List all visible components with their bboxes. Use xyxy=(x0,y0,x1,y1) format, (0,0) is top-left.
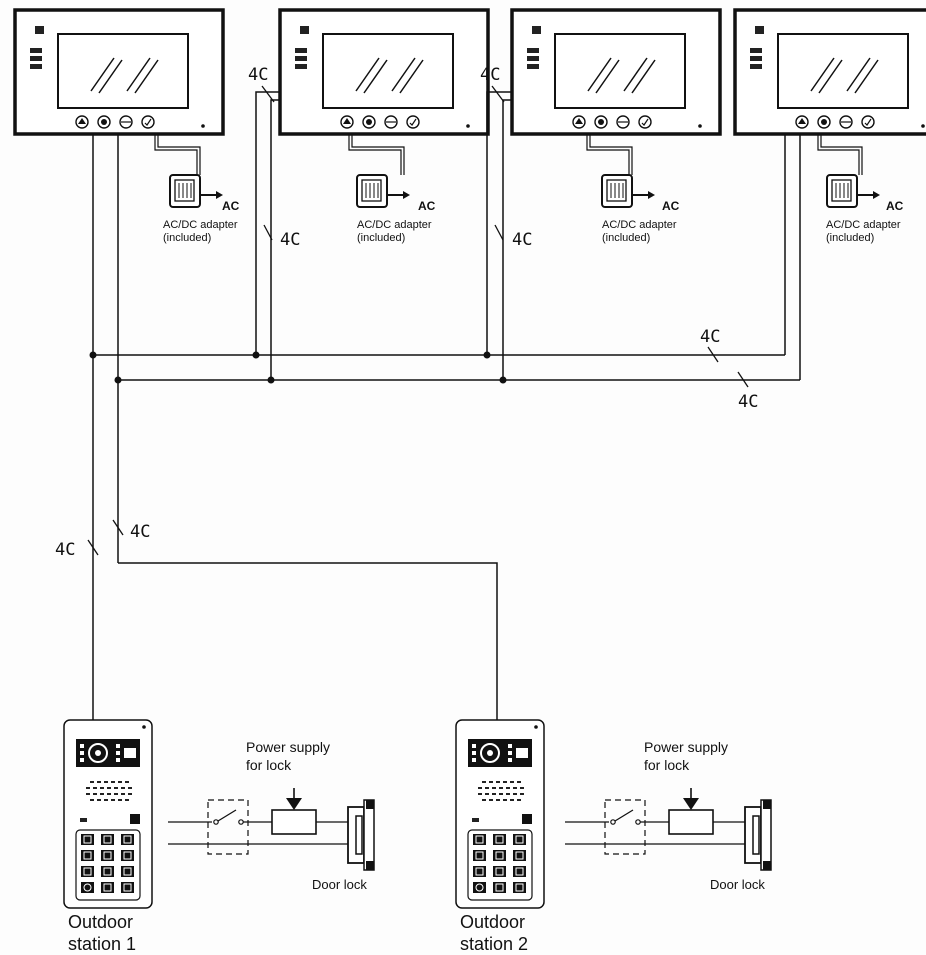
adapter-4 xyxy=(817,134,881,208)
bus-wiring xyxy=(92,91,801,720)
adapter-sublabel: (included) xyxy=(602,232,650,244)
door-lock-label: Door lock xyxy=(312,877,367,892)
adapter-label: AC/DC adapter xyxy=(163,219,238,231)
wire-ticks xyxy=(87,85,749,556)
power-supply-label: Power supply xyxy=(644,739,728,755)
wire-label-4c: 4C xyxy=(55,540,75,560)
station-1-sublabel: station 1 xyxy=(68,934,136,954)
lock-circuit-1 xyxy=(167,787,375,871)
adapter-ac-label: AC xyxy=(418,199,436,213)
power-supply-sublabel: for lock xyxy=(644,757,690,773)
wire-label-4c: 4C xyxy=(280,230,300,250)
adapter-1 xyxy=(154,134,224,208)
adapter-label: AC/DC adapter xyxy=(602,219,677,231)
power-supply-sublabel: for lock xyxy=(246,757,292,773)
adapter-3 xyxy=(586,134,656,208)
indoor-monitor-2 xyxy=(278,8,490,136)
wire-label-4c: 4C xyxy=(512,230,532,250)
power-supply-label: Power supply xyxy=(246,739,330,755)
junction-dots xyxy=(89,351,507,384)
station-2-label: Outdoor xyxy=(460,912,525,932)
wire-label-4c: 4C xyxy=(700,327,720,347)
adapter-ac-label: AC xyxy=(886,199,904,213)
adapter-label: AC/DC adapter xyxy=(357,219,432,231)
indoor-monitor-3 xyxy=(510,8,722,136)
adapter-ac-label: AC xyxy=(222,199,240,213)
adapter-sublabel: (included) xyxy=(357,232,405,244)
indoor-monitor-1 xyxy=(13,8,225,136)
adapter-2 xyxy=(348,134,411,208)
indoor-monitor-4 xyxy=(733,8,926,136)
lock-circuit-2 xyxy=(564,787,772,871)
wire-label-4c: 4C xyxy=(738,392,758,412)
adapter-sublabel: (included) xyxy=(826,232,874,244)
adapter-label: AC/DC adapter xyxy=(826,219,901,231)
adapter-ac-label: AC xyxy=(662,199,680,213)
wire-label-4c: 4C xyxy=(130,522,150,542)
wire-label-4c: 4C xyxy=(480,65,500,85)
wire-label-4c: 4C xyxy=(248,65,268,85)
door-lock-label: Door lock xyxy=(710,877,765,892)
adapter-sublabel: (included) xyxy=(163,232,211,244)
station-1-label: Outdoor xyxy=(68,912,133,932)
outdoor-station-2 xyxy=(455,719,545,909)
station-2-sublabel: station 2 xyxy=(460,934,528,954)
outdoor-station-1 xyxy=(63,719,153,909)
